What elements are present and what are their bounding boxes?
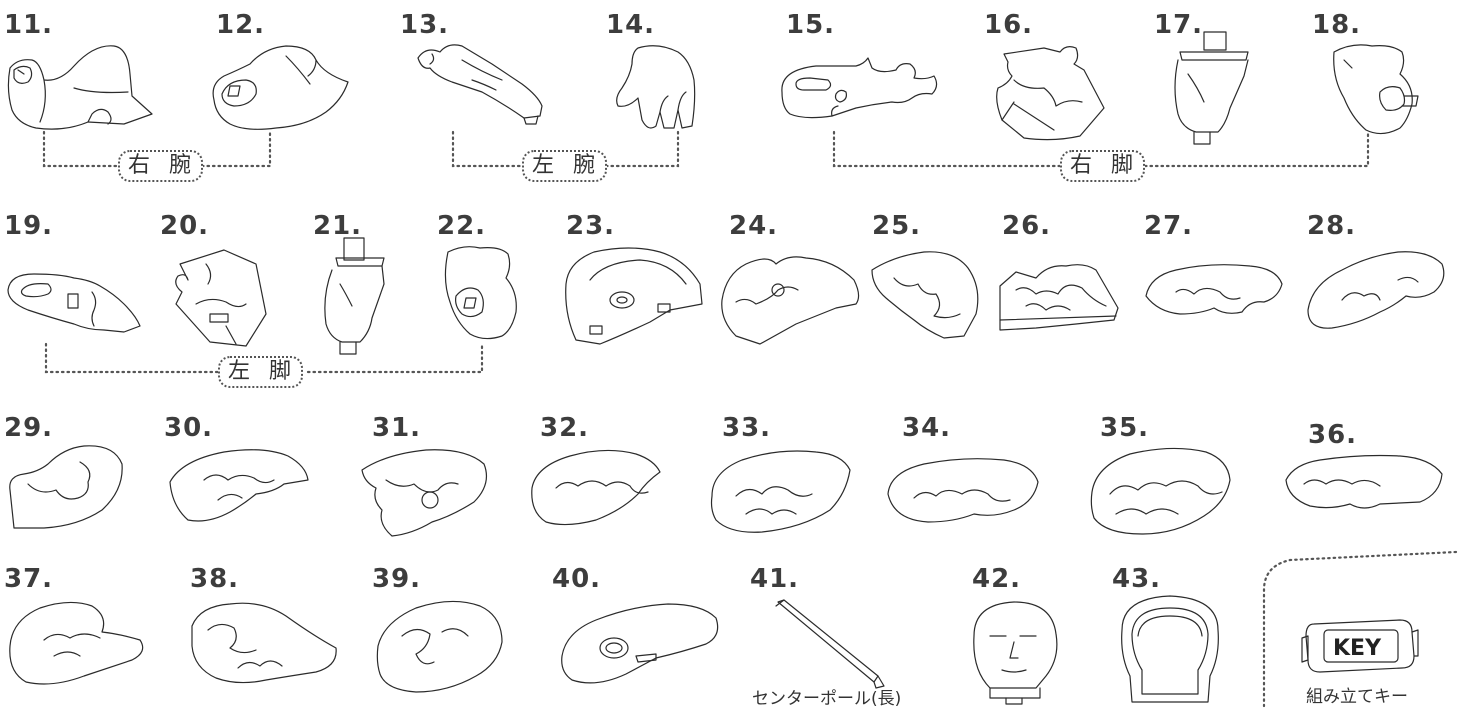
part-number-35: 35. <box>1100 413 1150 443</box>
part-30-puzzle-piece <box>169 449 309 522</box>
part-number-23: 23. <box>566 211 616 241</box>
part-38-puzzle-piece <box>191 602 337 684</box>
part-12-right-forearm <box>212 45 349 130</box>
part-number-33: 33. <box>722 413 772 443</box>
part-20-left-knee-panel <box>175 249 267 347</box>
group-label-left-arm: 左 腕 <box>522 150 607 183</box>
part-number-20: 20. <box>160 211 210 241</box>
part-number-21: 21. <box>313 211 363 241</box>
part-number-36: 36. <box>1308 420 1358 450</box>
part-number-28: 28. <box>1307 211 1357 241</box>
part-number-11: 11. <box>4 10 54 40</box>
part-number-27: 27. <box>1144 211 1194 241</box>
part-number-40: 40. <box>552 564 602 594</box>
part-number-13: 13. <box>400 10 450 40</box>
key-icon: KEY <box>1301 619 1419 673</box>
part-number-12: 12. <box>216 10 266 40</box>
key-badge-text: KEY <box>1333 636 1382 661</box>
part-number-15: 15. <box>786 10 836 40</box>
part-31-puzzle-piece <box>361 449 487 537</box>
part-19-left-upper-leg <box>7 273 141 333</box>
part-number-32: 32. <box>540 413 590 443</box>
part-29-puzzle-piece <box>9 445 123 529</box>
part-28-puzzle-piece <box>1307 251 1445 329</box>
part-17-right-shin <box>1174 31 1249 145</box>
part-13-left-upper-arm <box>417 44 543 125</box>
part-number-38: 38. <box>190 564 240 594</box>
part-16-right-knee-panel <box>996 46 1105 141</box>
group-label-right-leg: 右 脚 <box>1060 150 1145 183</box>
part-39-puzzle-piece <box>376 600 503 693</box>
key-caption: 組み立てキー <box>1306 687 1408 707</box>
part-43-helmet-frame <box>1121 595 1219 703</box>
part-number-26: 26. <box>1002 211 1052 241</box>
part-number-25: 25. <box>872 211 922 241</box>
part-18-right-foot <box>1333 44 1419 135</box>
part-number-29: 29. <box>4 413 54 443</box>
part-number-16: 16. <box>984 10 1034 40</box>
part-number-43: 43. <box>1112 564 1162 594</box>
part-number-30: 30. <box>164 413 214 443</box>
part-number-18: 18. <box>1312 10 1362 40</box>
part-27-puzzle-piece <box>1145 264 1283 315</box>
part-number-24: 24. <box>729 211 779 241</box>
part-35-puzzle-piece <box>1090 447 1231 535</box>
part-32-puzzle-piece <box>531 449 661 526</box>
part-25-puzzle-piece <box>871 251 979 339</box>
part-42-head <box>973 601 1058 705</box>
part-number-19: 19. <box>4 211 54 241</box>
part-37-puzzle-piece <box>9 601 144 685</box>
part-number-34: 34. <box>902 413 952 443</box>
part-23-chest-panel <box>565 247 703 345</box>
part-41-caption: センターポール(長) <box>752 689 902 709</box>
part-number-39: 39. <box>372 564 422 594</box>
part-number-22: 22. <box>437 211 487 241</box>
part-number-42: 42. <box>972 564 1022 594</box>
part-26-puzzle-piece <box>999 264 1119 331</box>
part-number-37: 37. <box>4 564 54 594</box>
part-41-center-pole <box>775 599 885 689</box>
part-number-31: 31. <box>372 413 422 443</box>
part-36-puzzle-piece <box>1285 454 1443 509</box>
part-15-right-upper-leg <box>781 57 938 119</box>
part-14-left-hand <box>616 45 696 129</box>
part-24-torso-panel <box>721 256 860 345</box>
part-22-left-foot <box>444 246 517 340</box>
group-label-right-arm: 右 腕 <box>118 150 203 183</box>
part-21-left-shin <box>324 237 385 355</box>
group-label-left-leg: 左 脚 <box>218 356 303 389</box>
part-33-puzzle-piece <box>710 450 851 533</box>
part-number-14: 14. <box>606 10 656 40</box>
part-number-17: 17. <box>1154 10 1204 40</box>
part-11-right-upper-arm <box>7 45 153 130</box>
part-number-41: 41. <box>750 564 800 594</box>
part-40-puzzle-piece <box>561 603 719 684</box>
part-34-puzzle-piece <box>887 458 1039 523</box>
